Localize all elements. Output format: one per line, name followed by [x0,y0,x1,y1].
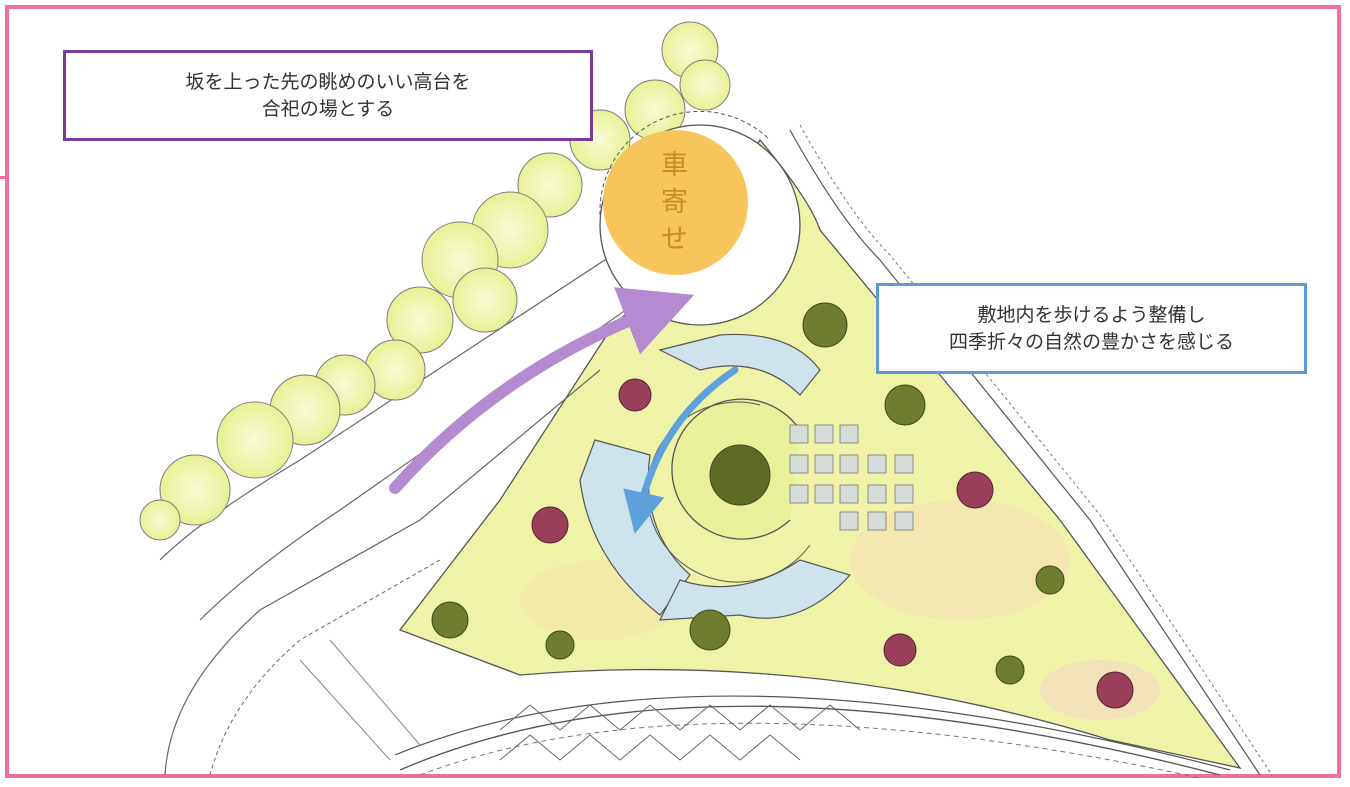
approach-arrow [389,287,695,494]
tree [531,378,1134,709]
approach-road [209,559,441,776]
dropoff-char: 寄 [661,187,690,218]
turnaround-arc [599,110,771,216]
bottom-band [419,722,1201,779]
callout-walkable-grounds: 敷地内を歩けるよう整備し 四季折々の自然の豊かさを感じる [876,283,1307,374]
circulation-arrow [623,366,739,534]
plaza-paving [658,559,852,621]
tree-row [139,21,731,541]
site-boundary [799,124,1273,776]
callout-line: 四季折々の自然の豊かさを感じる [948,330,1234,353]
bottom-zigzag [499,704,861,761]
callout-hilltop: 坂を上った先の眺めのいい高台を 合祀の場とする [63,50,593,141]
site-boundary [789,129,1261,776]
tree [431,302,1065,685]
callout-line: 坂を上った先の眺めのいい高台を [185,70,471,93]
approach-road [299,639,421,761]
frame-tick [0,176,9,179]
callout-line: 合祀の場とする [261,97,395,120]
approach-road [199,299,641,621]
paving-grid [789,424,914,531]
plaza-paving [658,333,821,396]
bottom-band [399,705,1221,776]
dropoff-char: せ [661,224,690,255]
dropoff-char: 車 [661,150,690,181]
page-frame [5,5,1341,778]
approach-road [164,369,601,776]
bottom-band [394,695,1231,771]
dropoff-circle: 車 寄 せ [603,130,748,275]
callout-line: 敷地内を歩けるよう整備し [977,303,1206,326]
